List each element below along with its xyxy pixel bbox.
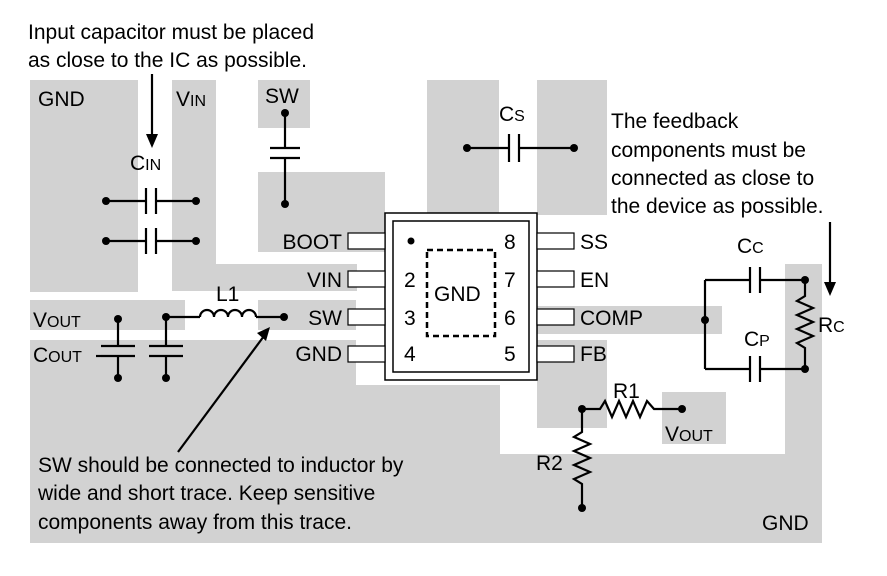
pin-name-vin: VIN [307,269,342,292]
cin1-node-left [102,197,110,205]
copper-areas [30,80,822,543]
rc-label: RC [818,314,845,337]
cout-label: COUT [33,344,82,367]
note-feedback-line1: The feedback [611,110,739,133]
note-input-cap-line1: Input capacitor must be placed [28,21,314,44]
feedback-divider: R1 R2 [536,380,686,512]
note-feedback-line2: components must be [611,139,806,162]
l1-label: L1 [216,283,239,306]
pad-left-boot [347,232,386,250]
pin-name-ss: SS [580,231,608,254]
vout-strip [30,300,185,330]
vout-right-label: VOUT [665,423,713,446]
pin-name-boot: BOOT [282,231,342,254]
note-feedback-line4: the device as possible. [611,195,823,218]
note-input-cap-line2: as close to the IC as possible. [28,49,307,72]
cin-capacitors: CIN [102,152,200,254]
note-sw-line2: wide and short trace. Keep sensitive [37,482,375,505]
l1-node-right [280,313,288,321]
pin-num-7: 7 [504,269,516,292]
pad-right-comp [536,308,575,326]
note-sw-line1: SW should be connected to inductor by [38,454,404,477]
gnd-plane-bottom [30,340,822,543]
cout-capacitors: COUT [33,315,183,382]
pad-right-en [536,270,575,288]
rc-resistor [794,280,816,369]
pad-left-gnd [347,345,386,363]
l1-coil [198,308,258,318]
sw-node [258,300,356,330]
cout1-node-bottom [114,374,122,382]
pin-num-3: 3 [404,307,416,330]
vin-trace-horizontal [172,264,357,291]
annotation-notes: Input capacitor must be placed as close … [28,21,823,534]
boot-cap-node-bottom [281,200,289,208]
cs-node-right [570,144,578,152]
input-cap-arrow-head [146,134,158,148]
exposed-pad-label: GND [434,283,481,306]
cin1-node-right [192,197,200,205]
pad-left-sw [347,308,386,326]
cin-label: CIN [130,152,161,175]
r1-label: R1 [613,380,640,403]
cout2-node-bottom [162,374,170,382]
arrows [146,74,836,453]
r1-node-right [678,405,686,413]
pin-num-8: 8 [504,231,516,254]
vin-top-label: VIN [176,88,206,111]
note-feedback-line3: connected as close to [611,167,814,190]
cp-label: CP [744,328,770,351]
gnd-bottom-label: GND [762,512,809,535]
boot-capacitor [270,109,300,208]
note-sw-line3: components away from this trace. [38,511,352,534]
vin-trace [172,80,216,265]
pin-name-sw: SW [308,307,342,330]
exposed-pad [425,248,497,338]
pin-num-2: 2 [404,269,416,292]
pin-name-en: EN [580,269,609,292]
pin-num-4: 4 [404,343,416,366]
pad-left-vin [347,270,386,288]
gnd-plane-left [30,80,138,292]
vout-left-label: VOUT [33,309,81,332]
r2-resistor [571,409,593,508]
ic-outline-inner [392,220,530,373]
cs-capacitor: CS [463,103,578,162]
sw-top-label: SW [265,85,299,108]
pin-name-fb: FB [580,343,607,366]
pin1-marker [407,237,415,245]
gnd-top-label: GND [38,88,85,111]
cin2-node-left [102,237,110,245]
r2-label: R2 [536,452,563,475]
compensation-network: CC CP RC [701,235,845,382]
cin2-node-right [192,237,200,245]
sw-arrow-line [177,335,265,453]
cc-label: CC [737,235,764,258]
vout-right-pad [662,392,726,444]
pin-name-gnd: GND [295,343,342,366]
net-labels: GND VIN SW VOUT VOUT GND [33,85,809,535]
r1-resistor [582,398,682,420]
pin-name-comp: COMP [580,307,643,330]
r2-node-bottom [578,504,586,512]
sw-arrow-head [257,327,270,341]
feedback-arrow-head [824,282,836,296]
gnd-right-strip [785,264,822,454]
pin-num-5: 5 [504,343,516,366]
pad-right-ss [536,232,575,250]
ic-package: GND BOOT VIN SW GND 2 3 4 8 7 6 5 SS EN … [282,212,643,381]
pin-num-6: 6 [504,307,516,330]
cs-label: CS [499,103,525,126]
pad-right-fb [536,345,575,363]
